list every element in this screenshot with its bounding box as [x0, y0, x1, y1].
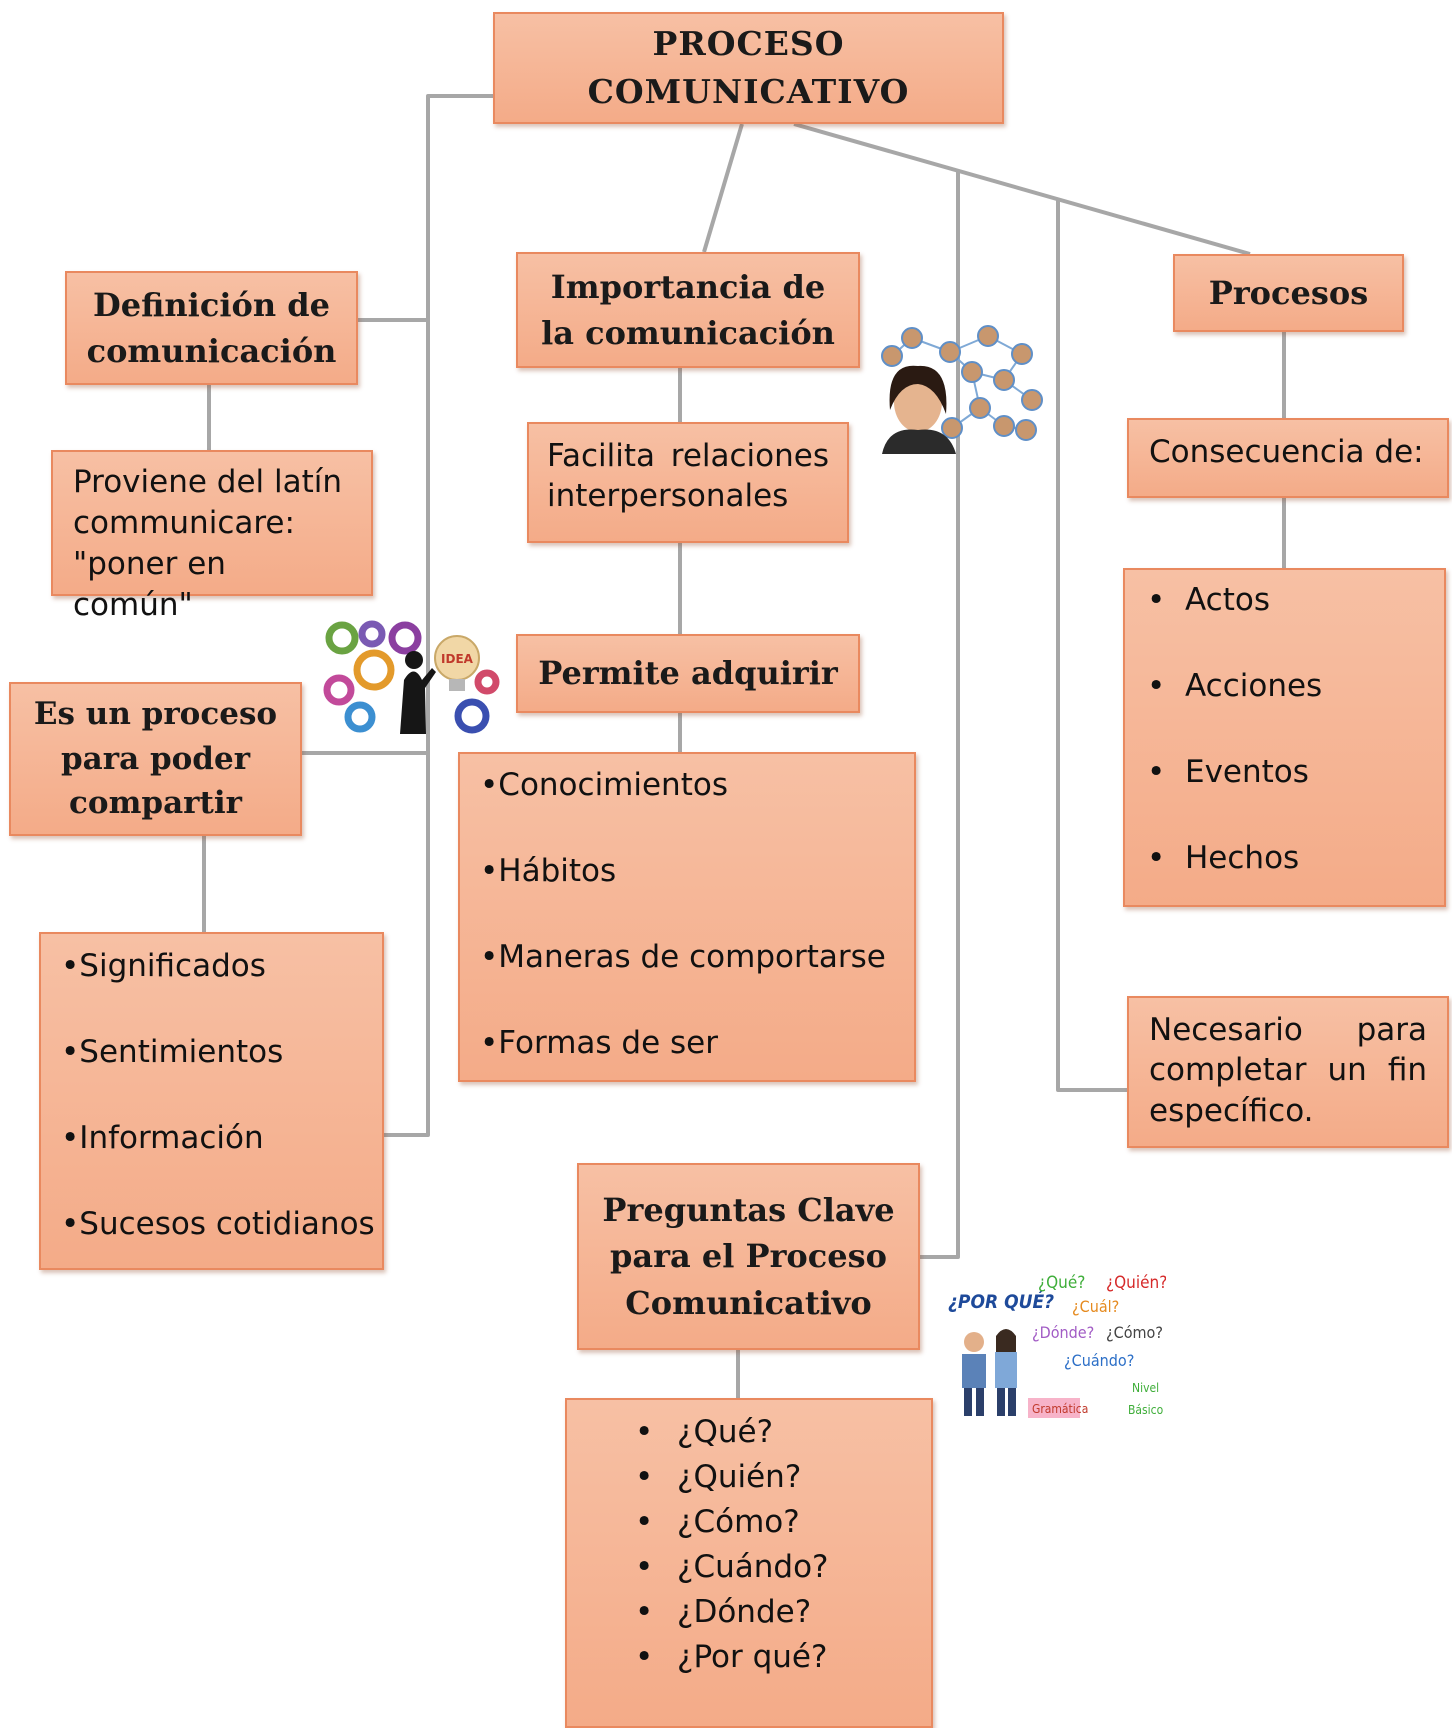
- definicion-header: Definición de comunicación: [65, 271, 358, 385]
- preguntas-list: •¿Qué? •¿Quién? •¿Cómo? •¿Cuándo? •¿Dónd…: [635, 1414, 931, 1684]
- question-words-image: ¿POR QUÉ? ¿Qué? ¿Quién? ¿Cuál? ¿Dónde? ¿…: [948, 1273, 1166, 1418]
- list-item-text: Eventos: [1185, 754, 1309, 790]
- list-item-text: Hechos: [1185, 840, 1300, 876]
- list-item: •Maneras de comportarse: [480, 939, 886, 975]
- word-cual: ¿Cuál?: [1072, 1297, 1119, 1316]
- list-item-text: Información: [79, 1120, 264, 1156]
- list-item: •Formas de ser: [480, 1025, 718, 1061]
- list-item: •Conocimientos: [480, 767, 728, 803]
- list-item: •Significados: [61, 948, 266, 984]
- title-line-1: PROCESO: [652, 24, 845, 64]
- procesos-list: •Actos •Acciones •Eventos •Hechos: [1147, 582, 1444, 900]
- list-item: •Actos: [1147, 582, 1270, 618]
- preguntas-header-line-2: para el Proceso: [610, 1237, 887, 1276]
- list-item: •¿Dónde?: [635, 1594, 812, 1630]
- list-item-text: ¿Dónde?: [677, 1594, 812, 1630]
- list-item-text: ¿Cómo?: [677, 1504, 800, 1540]
- preguntas-header: Preguntas Clave para el Proceso Comunica…: [577, 1163, 920, 1350]
- list-item-text: Maneras de comportarse: [498, 939, 886, 975]
- procesos-list-box: •Actos •Acciones •Eventos •Hechos: [1123, 568, 1446, 907]
- list-item: •Hechos: [1147, 840, 1300, 876]
- importancia-text-line-2: interpersonales: [547, 478, 789, 515]
- list-item-text: Hábitos: [498, 853, 617, 889]
- list-item: •Eventos: [1147, 754, 1309, 790]
- list-item: •Sentimientos: [61, 1034, 284, 1070]
- list-item: •¿Cuándo?: [635, 1549, 829, 1585]
- word-cuando: ¿Cuándo?: [1064, 1351, 1134, 1370]
- consecuencia-text: Consecuencia de:: [1149, 434, 1424, 470]
- list-item-text: Sentimientos: [79, 1034, 284, 1070]
- connector-title-necesario: [1056, 200, 1130, 1092]
- list-item-text: Significados: [79, 948, 266, 984]
- connector-title-preguntas: [920, 172, 960, 1259]
- permite-list: •Conocimientos •Hábitos •Maneras de comp…: [480, 767, 914, 1085]
- definicion-header-line-1: Definición de: [93, 285, 330, 324]
- list-item: •Acciones: [1147, 668, 1323, 704]
- list-item: •Información: [61, 1120, 264, 1156]
- procesos-header: Procesos: [1173, 254, 1404, 332]
- consecuencia-box: Consecuencia de:: [1127, 418, 1449, 498]
- definicion-text-line-2: communicare:: [73, 504, 295, 541]
- necesario-line-1: Necesario para: [1149, 1012, 1427, 1048]
- importancia-text-line-1: Facilita relaciones: [547, 438, 829, 474]
- preguntas-header-line-3: Comunicativo: [625, 1283, 872, 1322]
- compartir-header-line-1: Es un proceso: [33, 695, 278, 732]
- connector-title-diagonal: [793, 122, 1251, 256]
- definicion-header-line-2: comunicación: [86, 332, 337, 370]
- permite-header-text: Permite adquirir: [538, 654, 838, 693]
- permite-list-box: •Conocimientos •Hábitos •Maneras de comp…: [458, 752, 916, 1082]
- definicion-text-line-3: "poner en común": [73, 545, 226, 623]
- compartir-list-box: •Significados •Sentimientos •Información…: [39, 932, 384, 1270]
- importancia-header: Importancia de la comunicación: [516, 252, 860, 368]
- word-basico: Básico: [1128, 1403, 1164, 1417]
- list-item-text: ¿Qué?: [677, 1414, 774, 1450]
- importancia-text-box: Facilita relaciones interpersonales: [527, 422, 849, 543]
- word-nivel: Nivel: [1132, 1381, 1159, 1395]
- list-item-text: Acciones: [1185, 668, 1323, 704]
- definicion-text-box: Proviene del latín communicare: "poner e…: [51, 450, 373, 623]
- word-como: ¿Cómo?: [1106, 1323, 1163, 1342]
- compartir-list: •Significados •Sentimientos •Información…: [61, 948, 382, 1266]
- necesario-box: Necesario para completar un fin específi…: [1127, 996, 1449, 1148]
- title-box: PROCESO COMUNICATIVO: [493, 12, 1004, 124]
- list-item-text: Sucesos cotidianos: [79, 1206, 375, 1242]
- title-line-2: COMUNICATIVO: [587, 72, 910, 111]
- definicion-text-line-1: Proviene del latín: [73, 464, 343, 500]
- connector-title-left: [384, 94, 493, 1137]
- preguntas-header-line-1: Preguntas Clave: [602, 1190, 895, 1229]
- list-item: •¿Cómo?: [635, 1504, 800, 1540]
- procesos-header-text: Procesos: [1208, 273, 1369, 312]
- compartir-header-line-2: para poder: [60, 740, 251, 777]
- word-que: ¿Qué?: [1038, 1273, 1085, 1293]
- word-quien: ¿Quién?: [1106, 1273, 1166, 1293]
- idea-word: IDEA: [441, 652, 474, 666]
- list-item: •¿Qué?: [635, 1414, 774, 1450]
- permite-header: Permite adquirir: [516, 634, 860, 713]
- list-item-text: Conocimientos: [498, 767, 728, 803]
- importancia-header-line-1: Importancia de: [550, 267, 826, 306]
- list-item-text: ¿Cuándo?: [677, 1549, 829, 1585]
- necesario-line-3: específico.: [1149, 1092, 1314, 1129]
- compartir-header-line-3: compartir: [69, 785, 242, 822]
- list-item: •Hábitos: [480, 853, 617, 889]
- word-gramatica: Gramática: [1032, 1402, 1088, 1416]
- importancia-header-line-2: la comunicación: [541, 314, 835, 352]
- preguntas-list-box: •¿Qué? •¿Quién? •¿Cómo? •¿Cuándo? •¿Dónd…: [565, 1398, 933, 1728]
- list-item-text: Actos: [1185, 582, 1270, 618]
- list-item: •¿Quién?: [635, 1459, 802, 1495]
- list-item: •Sucesos cotidianos: [61, 1206, 375, 1242]
- social-network-image: [881, 325, 1043, 454]
- word-por-que: ¿POR QUÉ?: [948, 1290, 1054, 1313]
- necesario-line-2: completar un fin: [1149, 1052, 1427, 1089]
- word-donde: ¿Dónde?: [1032, 1323, 1094, 1342]
- compartir-header: Es un proceso para poder compartir: [9, 682, 302, 836]
- list-item-text: ¿Por qué?: [677, 1639, 828, 1675]
- idea-gears-image: IDEA: [323, 620, 500, 734]
- list-item: •¿Por qué?: [635, 1639, 828, 1675]
- list-item-text: ¿Quién?: [677, 1459, 802, 1495]
- list-item-text: Formas de ser: [498, 1025, 718, 1061]
- connector-title-importancia: [702, 123, 744, 253]
